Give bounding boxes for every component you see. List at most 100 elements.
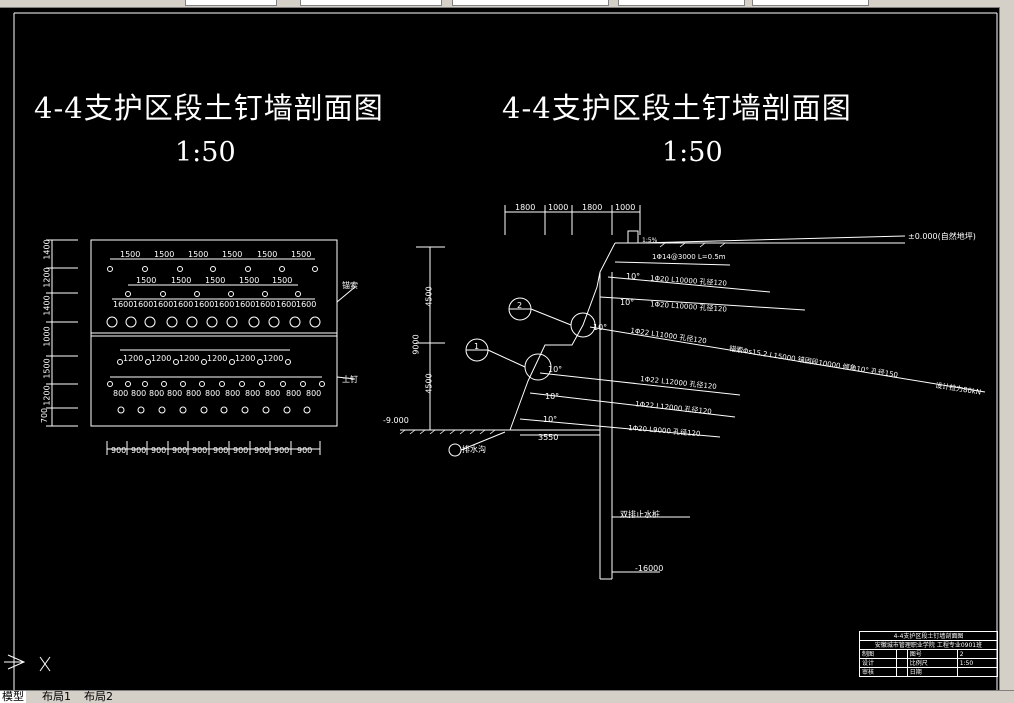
drain-label: 排水沟 <box>462 445 486 454</box>
tab-layout2[interactable]: 布局2 <box>84 690 113 703</box>
tb-r3c4 <box>956 667 999 677</box>
spacing-label: 1600 <box>296 300 317 309</box>
spacing-label: 800 <box>225 389 241 398</box>
detail-1-label: 1 <box>474 342 480 351</box>
drawing-lines <box>4 12 998 690</box>
title-block-name: 4-4支护区段土钉墙剖面图 <box>859 631 998 641</box>
tb-r2c2 <box>895 658 908 668</box>
title-block: 4-4支护区段土钉墙剖面图 安徽城市管理职业学院 工程专业0901班 制图 图号… <box>859 631 999 677</box>
spacing-label: 800 <box>306 389 322 398</box>
tb-r3c2 <box>895 667 908 677</box>
linetype-dropdown[interactable] <box>452 0 609 6</box>
bottom-dim: 900 <box>192 446 208 455</box>
spacing-label: 1500 <box>154 250 175 259</box>
tb-r3c1: 审核 <box>859 667 897 677</box>
tb-r3c3: 日期 <box>906 667 958 677</box>
pile-bottom-label: -16000 <box>635 564 664 573</box>
base-dim: 3550 <box>538 433 559 442</box>
spacing-label: 800 <box>245 389 261 398</box>
row-dim-4: 1000 <box>42 326 52 347</box>
spacing-label: 800 <box>186 389 202 398</box>
spacing-label: 1200 <box>235 354 256 363</box>
spacing-label: 1200 <box>207 354 228 363</box>
spacing-label: 1600 <box>133 300 154 309</box>
spacing-label: 1500 <box>136 276 157 285</box>
spacing-label: 1200 <box>263 354 284 363</box>
spacing-label: 800 <box>113 389 129 398</box>
angle-label: 10° <box>620 298 635 307</box>
spacing-label: 1500 <box>257 250 278 259</box>
spacing-label: 800 <box>149 389 165 398</box>
plotstyle-dropdown[interactable] <box>752 0 869 6</box>
layer-dropdown[interactable] <box>185 0 277 6</box>
bottom-dim: 900 <box>151 446 167 455</box>
spacing-label: 1500 <box>171 276 192 285</box>
tab-layout1[interactable]: 布局1 <box>42 690 71 703</box>
spacing-label: 1500 <box>272 276 293 285</box>
pit-level-label: -9.000 <box>383 416 409 425</box>
bottom-dim: 900 <box>172 446 188 455</box>
spacing-label: 1600 <box>173 300 194 309</box>
top-toolbar <box>0 0 1014 8</box>
tb-r1c2 <box>895 649 908 659</box>
bottom-dim: 900 <box>254 446 270 455</box>
bottom-dim: 900 <box>131 446 147 455</box>
bottom-dim: 900 <box>274 446 290 455</box>
spacing-label: 800 <box>286 389 302 398</box>
nail-label: 土钉 <box>342 375 358 384</box>
angle-label: 10° <box>543 415 558 424</box>
nail-spec-1: 1Φ14@3000 L=0.5m <box>652 253 726 261</box>
spacing-label: 1500 <box>205 276 226 285</box>
spacing-label: 800 <box>265 389 281 398</box>
spacing-label: 800 <box>131 389 147 398</box>
top-dim-1: 1800 <box>515 203 536 212</box>
vertical-scrollbar[interactable] <box>999 7 1014 690</box>
left-drawing-scale: 1:50 <box>175 137 236 168</box>
row-dim-2: 1200 <box>42 267 52 288</box>
angle-label: 10° <box>548 365 563 374</box>
tb-r1c4: 2 <box>956 649 999 659</box>
spacing-label: 1600 <box>153 300 174 309</box>
spacing-label: 1500 <box>291 250 312 259</box>
tb-r2c3: 比例尺 <box>906 658 958 668</box>
detail-2-label: 2 <box>517 301 523 310</box>
lineweight-dropdown[interactable] <box>618 0 745 6</box>
right-drawing-title: 4-4支护区段土钉墙剖面图 <box>502 91 852 125</box>
left-drawing-title: 4-4支护区段土钉墙剖面图 <box>34 91 384 125</box>
row-dim-3: 1400 <box>42 295 52 316</box>
top-dim-4: 1000 <box>615 203 636 212</box>
color-dropdown[interactable] <box>300 0 442 6</box>
row-dim-1: 1400 <box>42 239 52 260</box>
tab-model[interactable]: 模型 <box>0 690 26 703</box>
spacing-label: 1600 <box>194 300 215 309</box>
top-dim-2: 1000 <box>548 203 569 212</box>
tb-r1c3: 图号 <box>906 649 958 659</box>
bottom-dim: 900 <box>111 446 127 455</box>
tb-r2c1: 设计 <box>859 658 897 668</box>
spacing-label: 1600 <box>214 300 235 309</box>
spacing-label: 1600 <box>113 300 134 309</box>
row-dim-7: 700 <box>40 407 50 424</box>
title-block-school: 安徽城市管理职业学院 工程专业0901班 <box>859 640 998 650</box>
anchor-label: 锚索 <box>342 281 358 290</box>
spacing-label: 1500 <box>222 250 243 259</box>
bottom-dim: 900 <box>297 446 313 455</box>
spacing-label: 800 <box>167 389 183 398</box>
angle-label: 10° <box>593 323 608 332</box>
layout-tab-bar: 模型 布局1 布局2 <box>0 690 1014 703</box>
spacing-label: 1500 <box>239 276 260 285</box>
right-drawing-scale: 1:50 <box>662 137 723 168</box>
spacing-label: 800 <box>205 389 221 398</box>
pile-label: 双排止水桩 <box>620 510 660 519</box>
row-dim-5: 1500 <box>42 358 52 379</box>
drawing-canvas[interactable]: 4-4支护区段土钉墙剖面图 1:50 4-4支护区段土钉墙剖面图 1:50 14… <box>0 7 1000 690</box>
height-lower: 4500 <box>424 373 434 394</box>
angle-label: 10° <box>545 392 560 401</box>
row-dim-6: 1200 <box>42 385 52 406</box>
tb-r2c4: 1:50 <box>956 658 999 668</box>
height-total: 9000 <box>411 334 421 355</box>
slope-label: 1:5% <box>642 237 658 244</box>
spacing-label: 1600 <box>276 300 297 309</box>
bottom-dim: 900 <box>213 446 229 455</box>
ground-level-label: ±0.000(自然地坪) <box>908 232 976 241</box>
